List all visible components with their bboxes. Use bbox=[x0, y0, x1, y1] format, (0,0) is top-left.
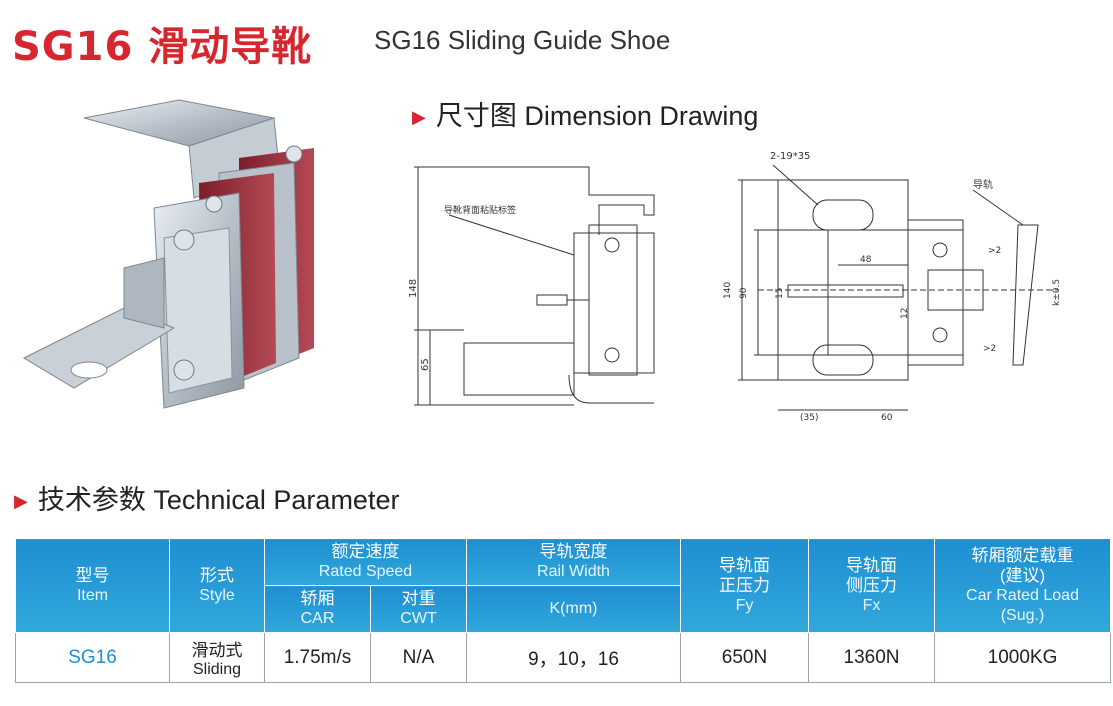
header-k: K(mm) bbox=[466, 585, 681, 633]
rail-label: 导轨 bbox=[973, 178, 993, 191]
dimension-heading-text: 尺寸图 Dimension Drawing bbox=[435, 101, 759, 131]
dim-gt2-top-label: >2 bbox=[988, 246, 1001, 256]
cell-rail: 9，10，16 bbox=[466, 632, 681, 683]
cell-fx: 1360N bbox=[808, 632, 935, 683]
cell-item: SG16 bbox=[15, 632, 170, 683]
dim-35-label: (35) bbox=[800, 413, 818, 423]
dim-gt2-bottom-label: >2 bbox=[983, 344, 996, 354]
front-view-drawing: 2-19*35 导轨 48 140 90 15 12 (35) 60 >2 >2… bbox=[723, 151, 1062, 423]
page-title: SG16 滑动导靴 bbox=[12, 24, 313, 70]
dim-60-label: 60 bbox=[881, 413, 893, 423]
dim-90-label: 90 bbox=[739, 287, 749, 299]
page-subtitle: SG16 Sliding Guide Shoe bbox=[374, 25, 671, 55]
dim-148-label: 148 bbox=[408, 279, 419, 298]
dim-48-label: 48 bbox=[860, 255, 872, 265]
triangle-bullet-icon: ▶ bbox=[14, 491, 28, 512]
technical-section-heading: ▶ 技术参数 Technical Parameter bbox=[14, 478, 399, 517]
product-photo bbox=[22, 99, 314, 409]
dim-holes-label: 2-19*35 bbox=[770, 151, 810, 162]
cell-fy: 650N bbox=[680, 632, 809, 683]
dimension-section-heading: ▶ 尺寸图 Dimension Drawing bbox=[412, 94, 758, 133]
dim-140-label: 140 bbox=[723, 282, 733, 299]
cell-load: 1000KG bbox=[934, 632, 1111, 683]
cell-car: 1.75m/s bbox=[264, 632, 371, 683]
dim-15-label: 15 bbox=[775, 288, 785, 299]
technical-heading-text: 技术参数 Technical Parameter bbox=[37, 485, 400, 515]
cell-cwt: N/A bbox=[370, 632, 467, 683]
dim-12-label: 12 bbox=[900, 308, 910, 319]
triangle-bullet-icon: ▶ bbox=[412, 107, 426, 128]
side-view-drawing: 导靴背面粘贴标签 148 65 bbox=[408, 166, 655, 406]
drawing-note-label: 导靴背面粘贴标签 bbox=[444, 204, 516, 216]
dim-k-label: k±0.5 bbox=[1052, 279, 1062, 306]
header-rated-load: 轿厢额定载重(建议)Car Rated Load(Sug.) bbox=[934, 538, 1111, 633]
dim-65-label: 65 bbox=[420, 358, 431, 371]
